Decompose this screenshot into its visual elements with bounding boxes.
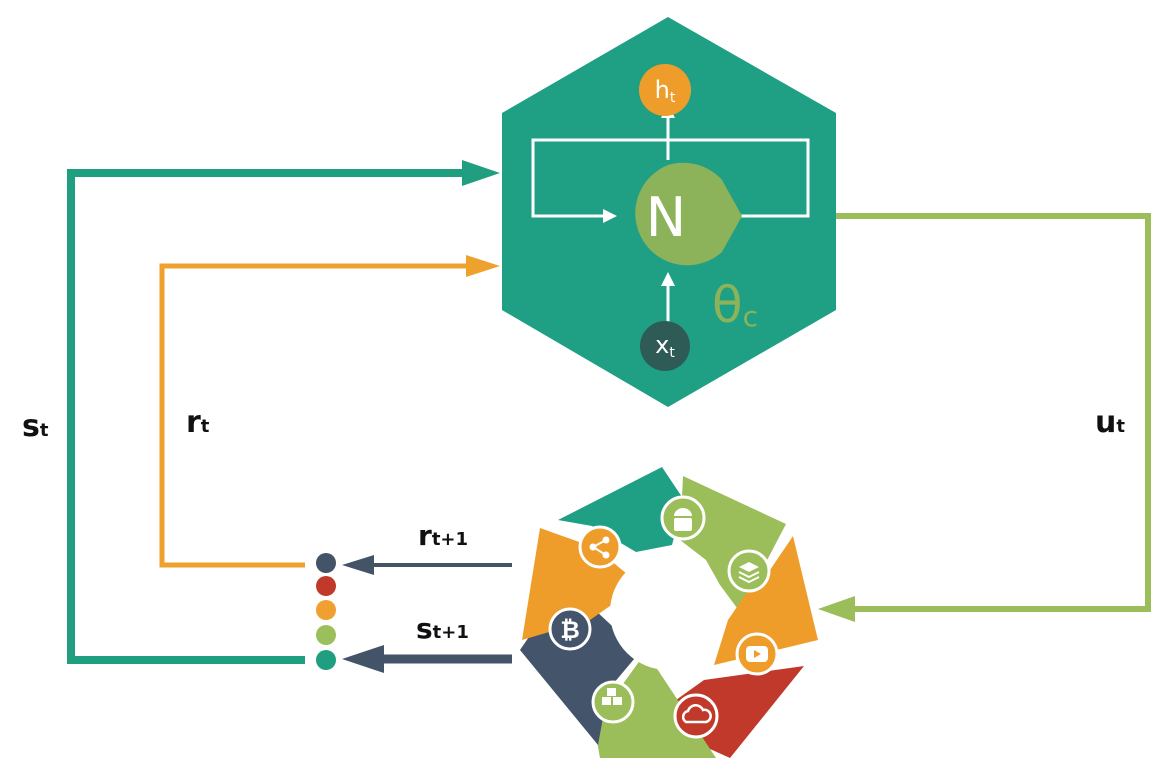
action-label: ut [1095, 405, 1125, 440]
loop-arrowhead [603, 209, 617, 223]
dot-green [316, 625, 336, 645]
share-icon [578, 525, 622, 569]
dot-red [316, 576, 336, 596]
input-arrowhead [661, 272, 675, 286]
segment-orange-left [522, 528, 640, 640]
reward-label: rt [186, 405, 210, 440]
input-label: xt [655, 331, 675, 361]
bitcoin-icon: ₿ [548, 607, 592, 651]
state-next-label: st+1 [416, 612, 469, 645]
state-label: st [22, 409, 49, 444]
dot-navy [316, 553, 336, 573]
android-icon [660, 495, 706, 541]
layers-icon [727, 549, 771, 593]
core-node [635, 162, 742, 266]
state-line [67, 169, 475, 664]
svg-text:₿: ₿ [560, 616, 580, 644]
reward-line [159, 263, 475, 568]
recurrent-loop [531, 138, 810, 218]
param-label: θc [712, 276, 758, 334]
input-node [640, 321, 690, 371]
reward-arrowhead [466, 255, 500, 277]
segment-navy [520, 610, 640, 745]
dot-orange [316, 600, 336, 620]
environment-wheel: ₿ [520, 467, 818, 758]
dot-teal [316, 650, 336, 670]
cloud-icon [673, 693, 719, 739]
action-line [836, 213, 1151, 612]
state-next-arrowhead [342, 645, 384, 673]
core-symbol: N [646, 186, 686, 249]
state-arrowhead [462, 160, 500, 186]
segment-teal [558, 467, 684, 552]
action-arrowhead [818, 596, 855, 622]
reward-next-label: rt+1 [418, 519, 468, 552]
wheel-center [610, 554, 726, 670]
reward-next-arrowhead [342, 555, 374, 575]
blocks-icon [591, 680, 635, 724]
segment-green [680, 476, 786, 612]
segment-orange-right [714, 536, 818, 665]
output-node [639, 64, 691, 116]
youtube-icon [735, 632, 779, 676]
output-label: ht [655, 76, 676, 106]
